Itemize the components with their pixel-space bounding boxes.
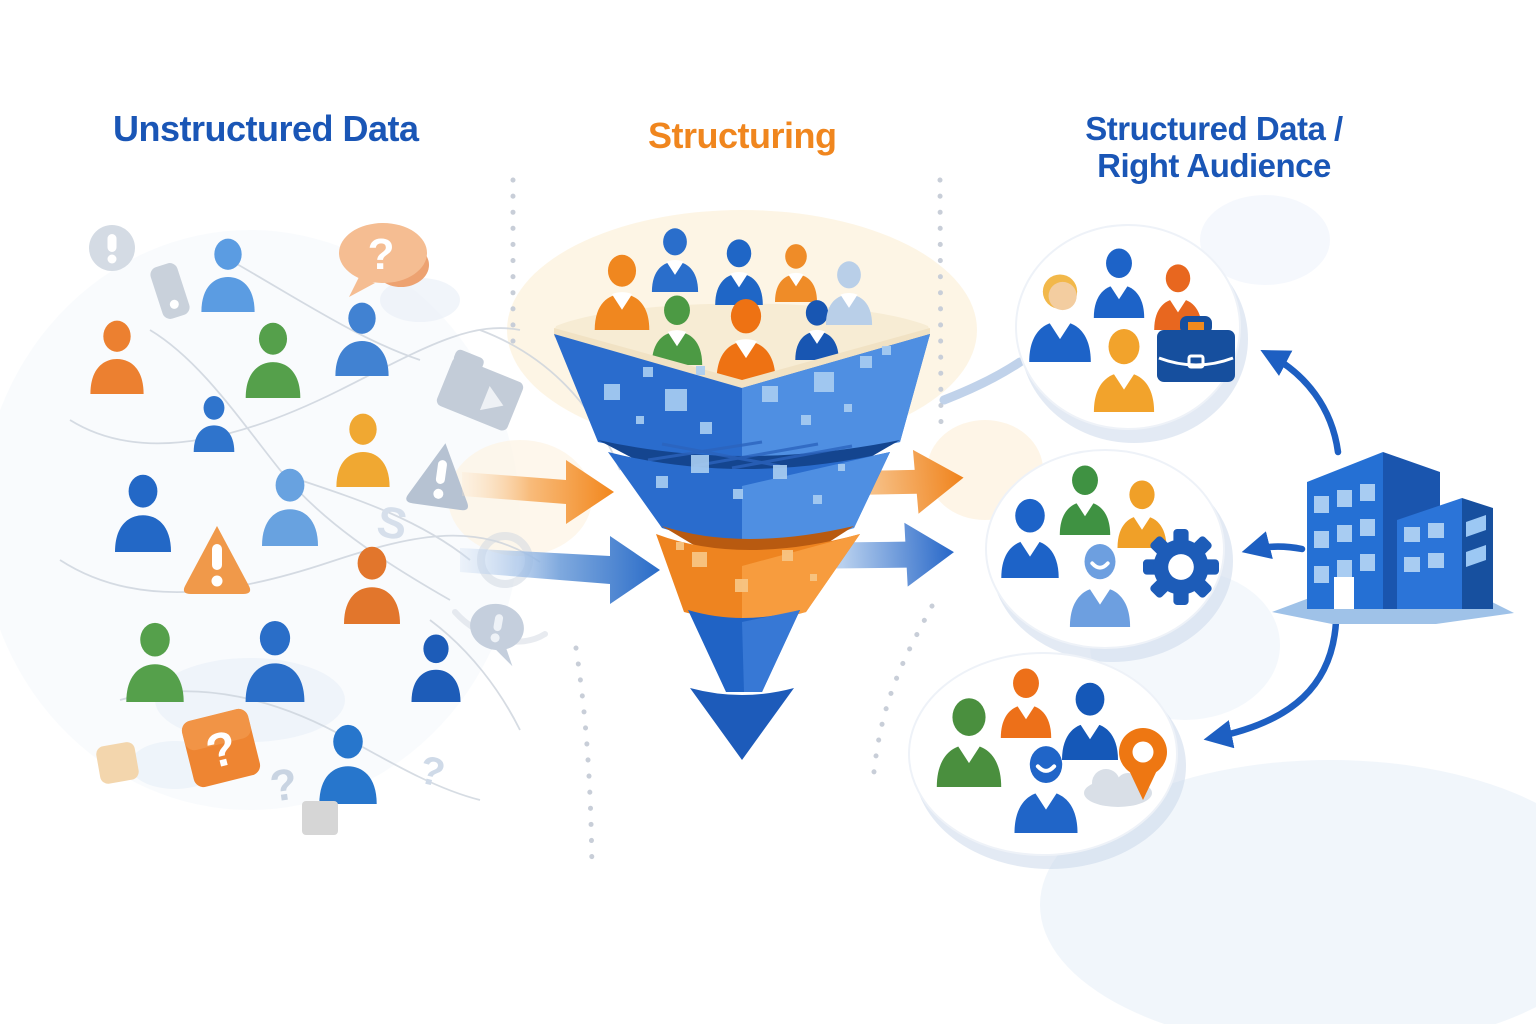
inflow-arrow-blue [460, 536, 660, 604]
phone-icon [150, 263, 190, 319]
svg-text:?: ? [368, 230, 395, 279]
sticky-square-icon [96, 742, 139, 784]
briefcase-icon [1157, 316, 1235, 382]
question-bubble-icon: ? [339, 223, 429, 297]
audience-circles [908, 224, 1248, 869]
building-arrow-to-group-1 [1260, 350, 1342, 456]
divider-dotted-lines [510, 177, 944, 875]
location-pin-icon [1119, 728, 1167, 800]
audience-group-3 [936, 668, 1167, 833]
faded-question-mark: ? [415, 748, 449, 797]
funnel-tier-orange [656, 526, 860, 626]
building-arrow-to-group-2 [1241, 531, 1306, 560]
file-icon [436, 349, 524, 431]
warning-triangle-icon [183, 526, 251, 594]
right-stage-title-line1: Structured Data / [1085, 110, 1343, 147]
building-arrow-to-group-3 [1203, 618, 1340, 749]
question-square-icon: ? [181, 708, 261, 788]
funnel-tier-1 [554, 334, 930, 470]
outflow-arrow-orange [826, 449, 964, 514]
left-stage-title: Unstructured Data [113, 108, 419, 149]
structuring-funnel [554, 228, 930, 760]
inflow-arrow-orange [462, 460, 614, 524]
building-arrows [1203, 350, 1342, 749]
sticky-square-icon [302, 801, 338, 835]
exclamation-bubble-icon [470, 603, 524, 667]
right-stage-title-line2: Right Audience [1097, 147, 1331, 185]
warning-triangle-icon [406, 443, 468, 511]
building-icon [1272, 452, 1514, 624]
funnel-tier-2 [598, 440, 900, 552]
funnel-spout-arrow [688, 610, 800, 760]
right-stage-title: Structured Data / Right Audience [1038, 110, 1390, 185]
outflow-arrow-blue [831, 522, 954, 587]
gear-icon [1142, 529, 1220, 605]
audience-group-2 [1001, 465, 1220, 629]
cloud-icon [1084, 769, 1152, 807]
swoosh-line [939, 357, 1025, 405]
alert-circle-icon [89, 225, 135, 271]
middle-stage-title: Structuring [648, 115, 837, 156]
person-icon [1029, 274, 1091, 362]
audience-group-1 [1029, 248, 1235, 412]
